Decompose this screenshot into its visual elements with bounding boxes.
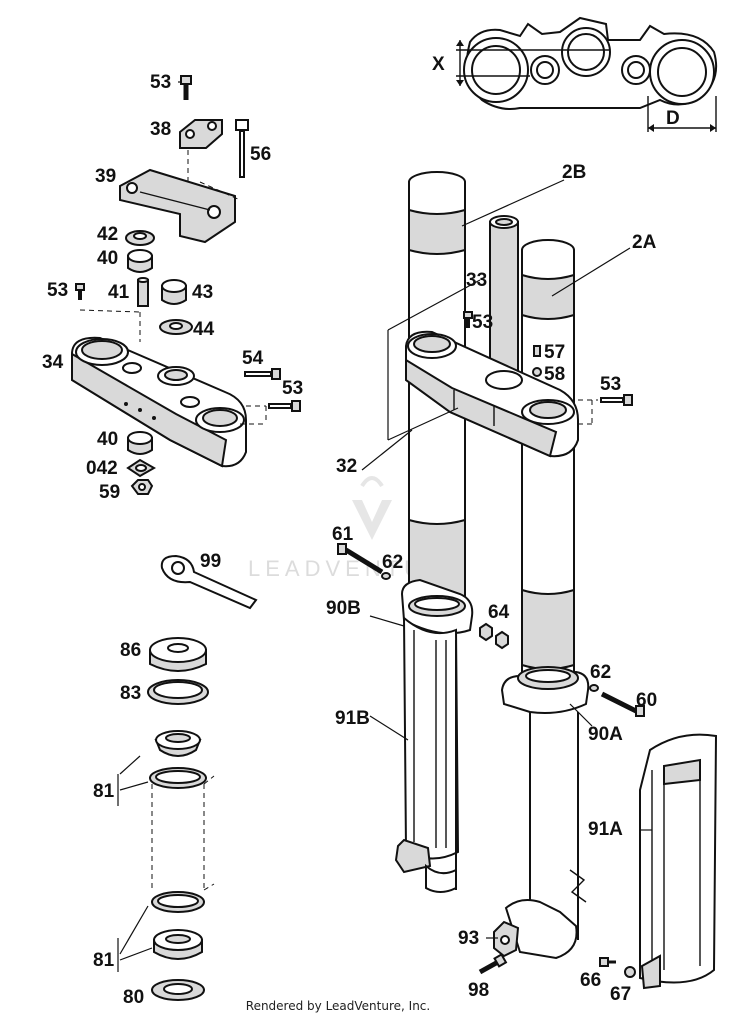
part-58-washer [532,367,542,377]
label-40: 40 [97,429,118,450]
label-91A: 91A [588,819,623,840]
label-80: 80 [123,987,144,1008]
part-99-spanner-tool [160,554,258,610]
part-38-clamp [179,119,223,149]
label-53: 53 [282,378,303,399]
label-62: 62 [382,552,403,573]
steering-head-tube [149,767,215,891]
label-90A: 90A [588,724,623,745]
part-54-bolt [244,368,281,380]
part-42-washer [125,230,155,246]
part-53-clamp-bolt [463,311,473,328]
label-34: 34 [42,352,64,373]
label-66: 66 [580,970,601,991]
part-62-washer-upper [381,572,391,580]
part-2A-fork-tube [521,239,575,680]
part-32-lower-triple-clamp [405,330,579,458]
part-62-washer-lower [589,684,599,692]
label-91B: 91B [335,708,370,729]
label-98: 98 [468,980,489,1001]
part-44-washer [159,319,193,335]
part-40-rubber-top [127,249,153,273]
part-57-screw [533,345,541,357]
part-53-small-bolt-left [75,283,85,300]
part-80-seal [151,979,205,1001]
label-57: 57 [544,342,565,363]
label-39: 39 [95,166,116,187]
label-D: D [666,108,680,129]
part-91B-fork-guard [394,615,460,890]
part-98-bolt [478,953,508,975]
part-56-long-bolt [235,119,249,178]
part-40-rubber-lower [127,431,153,455]
label-93: 93 [458,928,479,949]
label-X: X [432,54,445,75]
part-60-bolt [600,691,645,717]
label-64: 64 [488,602,510,623]
part-86-dust-washer [149,637,207,672]
part-53-pinch-bolt [600,394,633,406]
label-32: 32 [336,456,357,477]
footer-credit: Rendered by LeadVenture, Inc. [245,999,431,1013]
label-44: 44 [193,319,215,340]
label-53: 53 [47,280,68,301]
part-61-bolt [337,543,384,575]
label-41: 41 [108,282,130,303]
part-81-upper-bearing [154,730,202,757]
label-53: 53 [600,374,621,395]
part-53-bolt-top [180,75,192,100]
part-90B-guard-clamp [400,578,474,635]
part-59-nut [130,479,154,495]
label-53: 53 [150,72,171,93]
part-66-screw [599,957,616,967]
label-43: 43 [192,282,213,303]
label-42: 42 [97,224,118,245]
part-41-pin [137,277,149,307]
label-60: 60 [636,690,657,711]
label-54: 54 [242,348,264,369]
label-56: 56 [250,144,271,165]
label-62: 62 [590,662,611,683]
label-83: 83 [120,683,141,704]
label-33: 33 [466,270,487,291]
label-58: 58 [544,364,565,385]
label-38: 38 [150,119,171,140]
part-53-bolt-middle [268,400,301,412]
label-81: 81 [93,950,115,971]
part-81-lower-bearing [153,929,203,960]
label-90B: 90B [326,598,361,619]
label-2B: 2B [562,162,586,183]
part-91A-fork-guard [639,733,718,990]
part-042-washer [126,458,157,478]
part-90A-guard-clamp [500,666,590,714]
part-64-nuts [479,622,509,650]
label-99: 99 [200,551,221,572]
label-86: 86 [120,640,141,661]
part-39-handlebar-base [119,168,236,244]
label-59: 59 [99,482,120,503]
label-2A: 2A [632,232,657,253]
part-34-upper-triple-clamp [71,336,247,468]
part-93-bracket [493,920,520,958]
label-042: 042 [86,458,118,479]
label-53: 53 [472,312,493,333]
triple-clamp-top-view-detail [456,16,718,132]
part-67-nut [624,966,636,978]
lower-fork-leg [425,712,587,960]
label-40: 40 [97,248,118,269]
part-83-seal-ring [147,679,209,705]
label-67: 67 [610,984,631,1005]
part-33-steering-stem [489,215,519,383]
part-43-plug [161,279,187,305]
label-61: 61 [332,524,354,545]
part-81-lower-cup [151,891,205,913]
label-81: 81 [93,781,115,802]
